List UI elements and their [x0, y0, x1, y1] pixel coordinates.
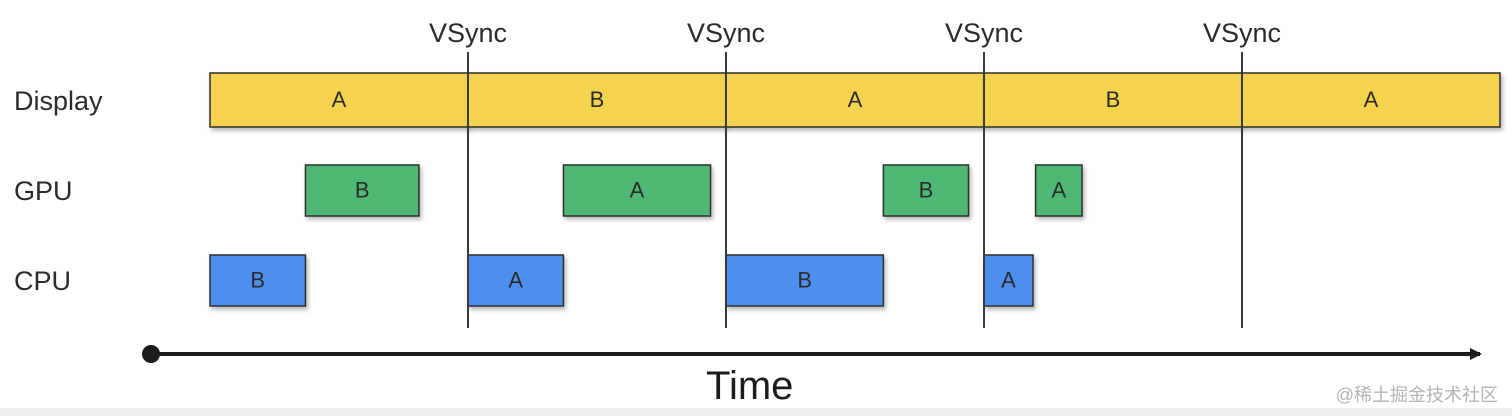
gpu-block-2: A	[562, 164, 712, 217]
lane-label-cpu: CPU	[14, 266, 72, 296]
cpu-block-rect	[983, 254, 1034, 307]
blocks-layer: A B A B A B A B A B A B A	[209, 72, 1501, 307]
vsync-label: VSync	[429, 18, 507, 48]
vsync-marker-1: VSync	[429, 18, 507, 328]
gpu-block-label: B	[355, 177, 370, 202]
vsync-layer: VSync VSync VSync VSync	[429, 18, 1281, 328]
gpu-block-3: B	[882, 164, 970, 217]
watermark: @稀土掘金技术社区	[1335, 385, 1498, 405]
gpu-block-label: A	[630, 177, 645, 202]
display-block-label: A	[848, 87, 863, 112]
gpu-block-label: A	[1051, 177, 1066, 202]
vsync-marker-3: VSync	[945, 18, 1023, 328]
gpu-block-4: A	[1034, 164, 1083, 217]
gpu-block-label: B	[919, 177, 934, 202]
display-block-4: B	[983, 72, 1243, 128]
bottom-strip	[0, 408, 1512, 416]
cpu-block-3: B	[725, 254, 885, 307]
display-block-rect	[209, 72, 469, 128]
display-block-label: A	[332, 87, 347, 112]
gpu-block-rect	[1034, 164, 1083, 217]
vsync-label: VSync	[945, 18, 1023, 48]
cpu-block-rect	[467, 254, 565, 307]
display-block-label: B	[590, 87, 605, 112]
cpu-block-label: B	[250, 267, 265, 292]
display-block-rect	[467, 72, 727, 128]
display-block-5: A	[1241, 72, 1501, 128]
vsync-label: VSync	[1203, 18, 1281, 48]
cpu-block-label: B	[797, 267, 812, 292]
time-axis	[142, 345, 1482, 363]
cpu-block-label: A	[1001, 267, 1016, 292]
vsync-label: VSync	[687, 18, 765, 48]
cpu-block-rect	[209, 254, 307, 307]
gpu-block-1: B	[304, 164, 420, 217]
time-axis-label: Time	[706, 364, 794, 408]
display-block-1: A	[209, 72, 469, 128]
display-block-2: B	[467, 72, 727, 128]
gpu-block-rect	[304, 164, 420, 217]
display-block-label: B	[1106, 87, 1121, 112]
cpu-block-label: A	[508, 267, 523, 292]
lane-label-gpu: GPU	[14, 176, 73, 206]
display-block-label: A	[1364, 87, 1379, 112]
cpu-block-rect	[725, 254, 885, 307]
vsync-marker-4: VSync	[1203, 18, 1281, 328]
cpu-block-2: A	[467, 254, 565, 307]
lane-label-display: Display	[14, 86, 103, 116]
display-block-rect	[725, 72, 985, 128]
display-block-3: A	[725, 72, 985, 128]
cpu-block-1: B	[209, 254, 307, 307]
gpu-block-rect	[562, 164, 712, 217]
vsync-marker-2: VSync	[687, 18, 765, 328]
display-block-rect	[1241, 72, 1501, 128]
cpu-block-4: A	[983, 254, 1034, 307]
gpu-block-rect	[882, 164, 970, 217]
